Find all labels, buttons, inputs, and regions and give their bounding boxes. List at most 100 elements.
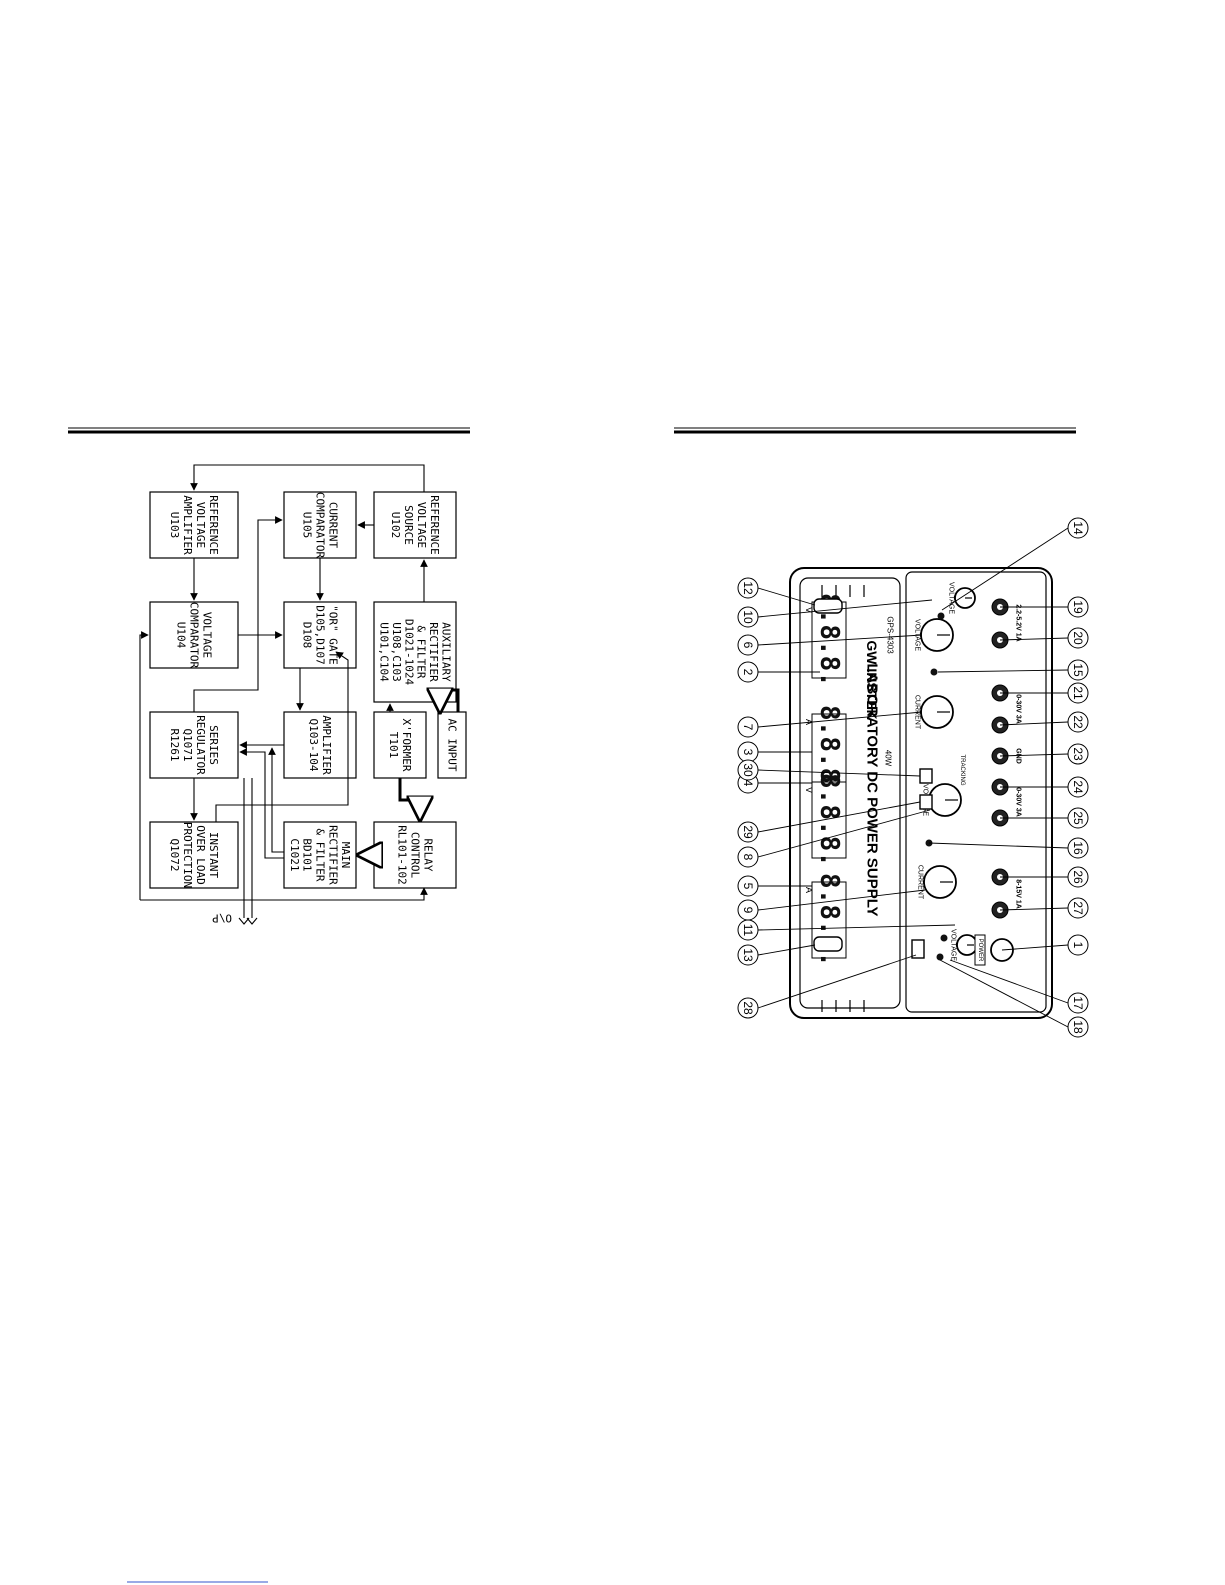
callout-number: 20 <box>1071 631 1085 645</box>
block-label-line: PROTECTION <box>181 822 194 888</box>
block-label-line: Q1072 <box>168 838 181 871</box>
callout-17: 17 <box>949 959 1089 1014</box>
block-label-line: D108 <box>301 622 314 649</box>
callout-number: 13 <box>741 948 755 962</box>
callout-5: 5 <box>737 875 812 897</box>
callout-number: 18 <box>1071 1020 1085 1034</box>
block-label-line: BD101 <box>301 838 314 871</box>
block-label-line: AUXILIARY <box>439 622 452 682</box>
callout-24: 24 <box>1000 776 1089 798</box>
wire-14 <box>239 748 284 859</box>
callout-27: 27 <box>999 897 1089 919</box>
callout-number: 3 <box>741 749 755 756</box>
callout-number: 16 <box>1071 841 1085 855</box>
power-rating: 40W <box>884 750 893 767</box>
knob-label: VOLTAGE <box>950 929 957 961</box>
block-label-line: Q1071 <box>181 728 194 761</box>
callout-number: 28 <box>741 1001 755 1015</box>
display-unit: V <box>804 607 814 613</box>
callout-number: 8 <box>741 854 755 861</box>
callout-number: 22 <box>1071 715 1085 729</box>
callout-number: 26 <box>1071 870 1085 884</box>
block-label-line: OVER LOAD <box>194 825 207 885</box>
callout-18: 18 <box>939 959 1089 1038</box>
status-led <box>936 953 944 961</box>
block-label-line: CONTROL <box>409 832 422 879</box>
callout-number: 6 <box>741 642 755 649</box>
callout-6: 6 <box>737 634 923 656</box>
block-label-line: AC INPUT <box>446 719 459 772</box>
block-label-line: Q103-104 <box>307 719 320 772</box>
callout-number: 30 <box>741 763 755 777</box>
callout-number: 4 <box>741 780 755 787</box>
display-unit: V <box>804 787 814 793</box>
callout-number: 27 <box>1071 901 1085 915</box>
callout-number: 14 <box>1071 521 1085 535</box>
display-digits: 8.8.8. <box>814 873 844 967</box>
right-header-rule <box>674 427 1076 434</box>
callout-16: 16 <box>928 837 1089 859</box>
status-led <box>940 934 948 942</box>
block-label-line: & FILTER <box>415 626 428 679</box>
brand-logo: GW INSTEK <box>864 640 880 719</box>
callout-28: 28 <box>737 954 917 1019</box>
block-label-line: U103 <box>168 512 181 539</box>
callout-7: 7 <box>737 711 923 738</box>
digital-display <box>811 781 847 859</box>
control-panel <box>905 571 1047 1013</box>
output-onoff-switch[interactable] <box>911 939 925 959</box>
callout-2: 2 <box>737 661 820 683</box>
range-label: 2.2-5.2V 1A <box>1015 604 1022 641</box>
callout-1: 1 <box>1001 934 1089 956</box>
callout-8: 8 <box>737 809 931 868</box>
callout-12: 12 <box>737 577 816 606</box>
output-label: O\P <box>212 912 232 925</box>
output-terminal-icon <box>238 917 250 925</box>
display-digits: 8.8.8. <box>814 773 844 867</box>
wire-11 <box>215 651 349 822</box>
callout-number: 1 <box>1071 942 1085 949</box>
block-label-line: & FILTER <box>314 829 327 882</box>
callout-22: 22 <box>999 711 1089 733</box>
callout-number: 23 <box>1071 747 1085 761</box>
callout-30: 30 <box>737 759 921 781</box>
power-label-box <box>974 934 986 966</box>
wire-15 <box>268 747 284 853</box>
block-label-line: SOURCE <box>402 505 415 545</box>
block-label-line: VOLTAGE <box>201 612 214 658</box>
status-led <box>937 612 945 620</box>
block-label-line: COMPARATOR <box>188 602 201 669</box>
block-label-line: D105,D107 <box>314 605 327 665</box>
callout-number: 19 <box>1071 600 1085 614</box>
block-label-line: RL101-102 <box>396 825 409 885</box>
block-label-line: REFERENCE <box>428 495 441 555</box>
callout-number: 12 <box>741 581 755 595</box>
block-label-line: RELAY <box>422 838 435 871</box>
callout-number: 21 <box>1071 686 1085 700</box>
tracking-switch[interactable] <box>919 794 933 810</box>
callout-3: 3 <box>737 741 812 763</box>
knob-label: CURRENT <box>917 865 924 900</box>
wire-10 <box>193 516 283 712</box>
callout-number: 2 <box>741 669 755 676</box>
tracking-switch[interactable] <box>919 768 933 784</box>
callout-14: 14 <box>941 517 1089 611</box>
wire-0 <box>190 464 425 492</box>
range-slide-switch[interactable] <box>813 936 843 952</box>
range-label: GND <box>1015 748 1022 764</box>
block-label-line: RECTIFIER <box>326 825 339 885</box>
block-label-line: COMPARATOR <box>314 492 327 559</box>
callout-29: 29 <box>737 801 921 843</box>
left-header-rule <box>68 427 470 434</box>
